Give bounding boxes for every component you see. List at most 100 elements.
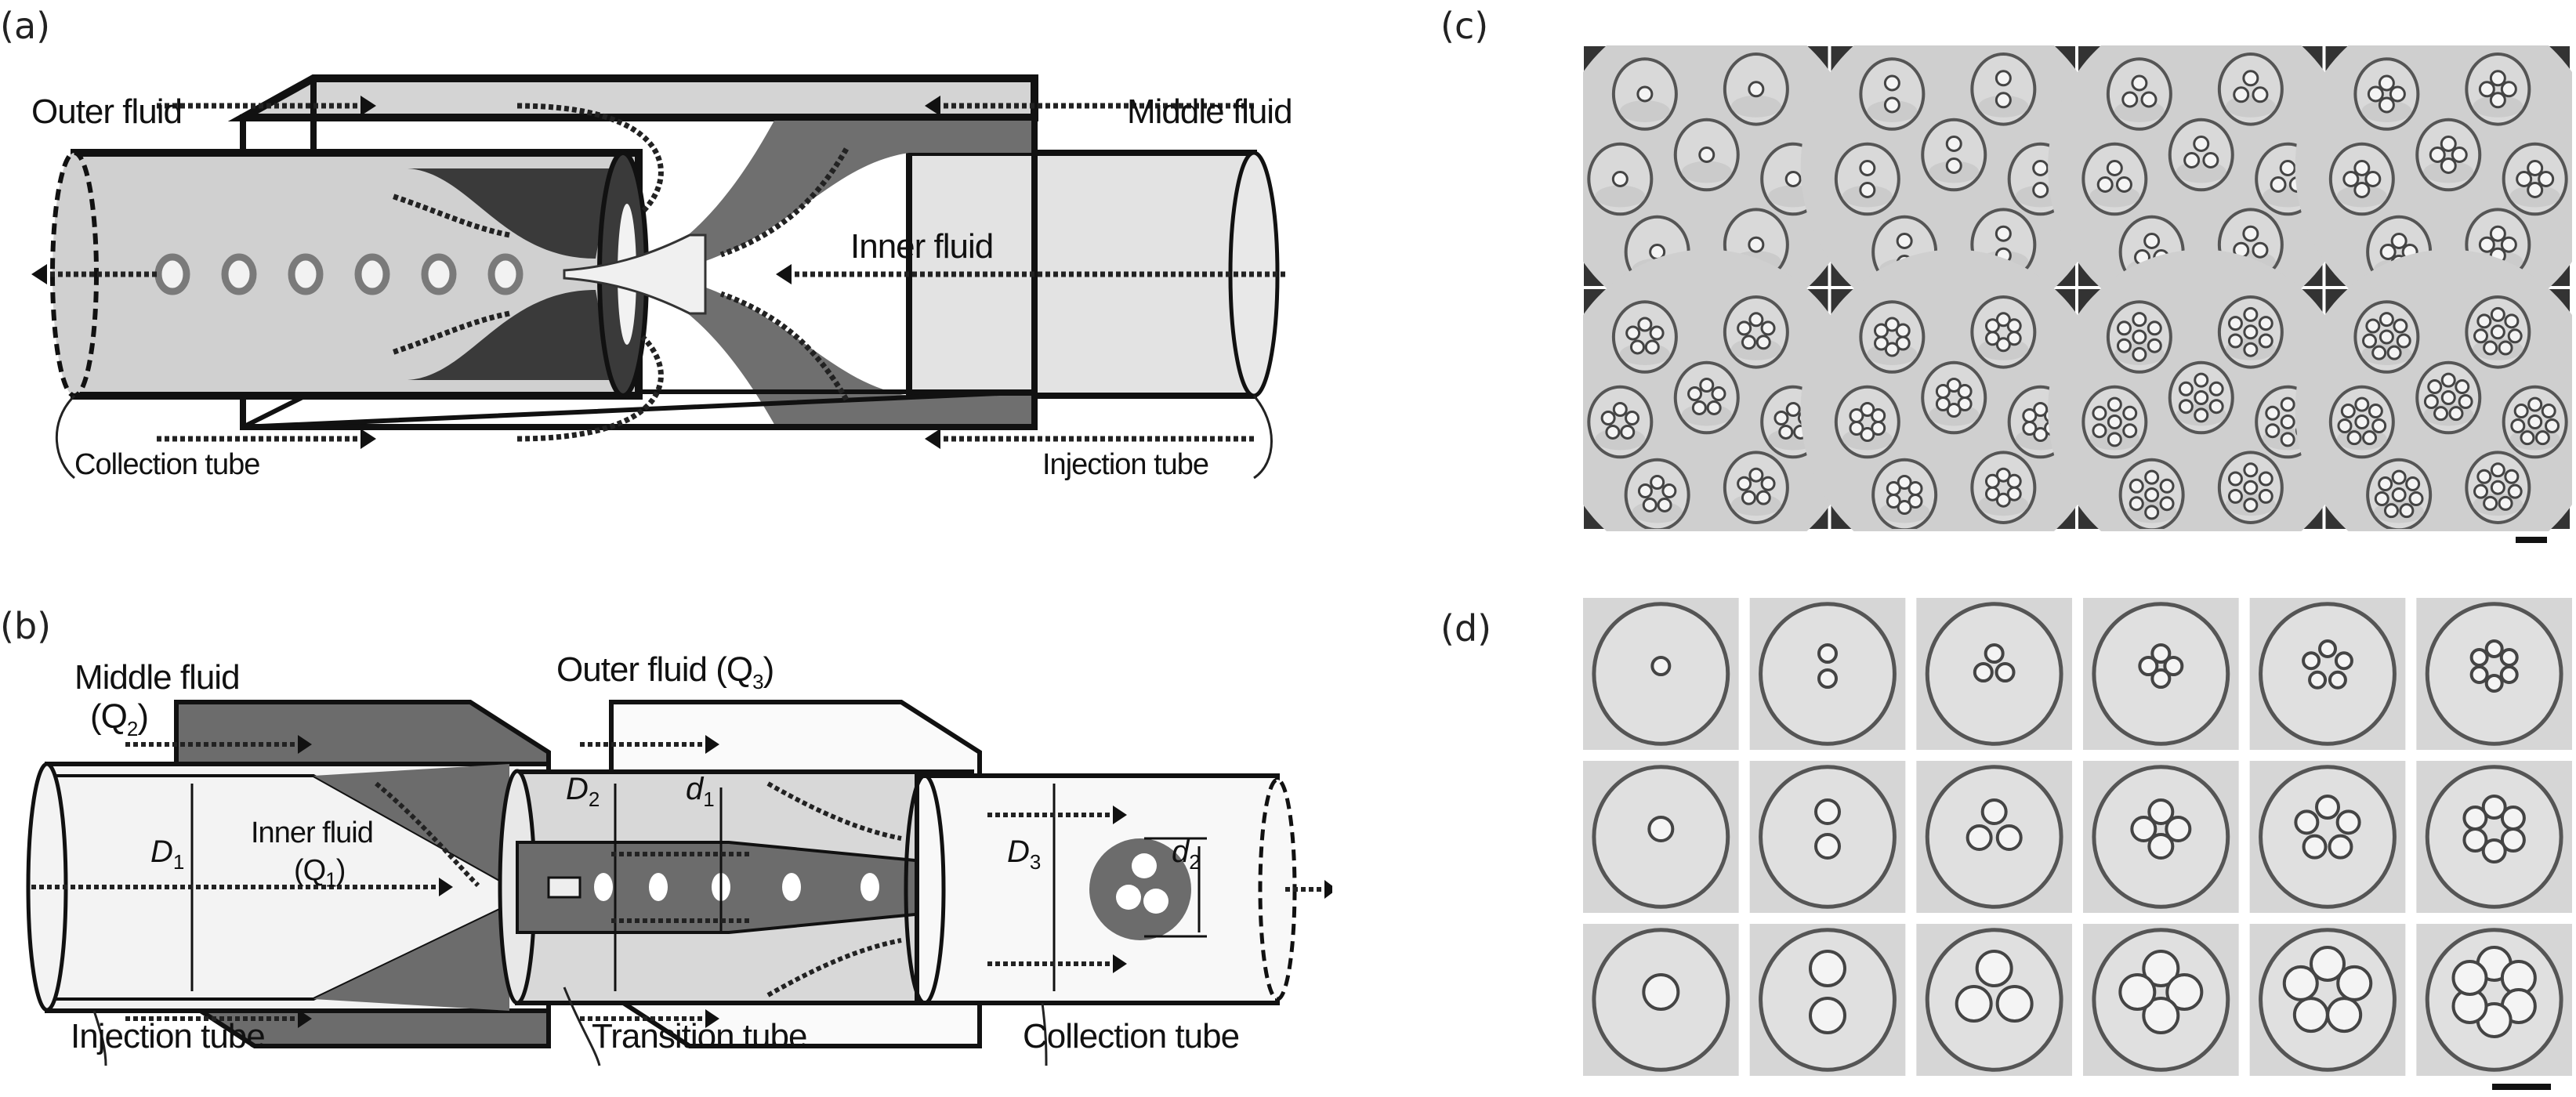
inner-droplet [2033, 427, 2049, 442]
micrograph-tile [2249, 598, 2406, 750]
inner-droplet [2258, 316, 2273, 331]
inner-droplet [2500, 81, 2517, 98]
inner-droplet [2489, 70, 2506, 87]
inner-droplet [2138, 656, 2159, 676]
inner-droplet [2032, 182, 2049, 198]
inner-droplet [2469, 648, 2489, 667]
inner-droplet [2270, 176, 2287, 193]
inner-droplet [2033, 402, 2049, 417]
label-injection-tube-a: Injection tube [1042, 448, 1209, 481]
inner-droplet [1984, 473, 2000, 489]
inner-droplet [2541, 404, 2556, 419]
inner-droplet [1620, 424, 1636, 440]
inner-droplet [1629, 339, 1645, 355]
inner-droplet [1908, 481, 1923, 496]
inner-droplet [2500, 806, 2526, 831]
inner-droplet [2371, 345, 2387, 360]
inner-droplet [1935, 396, 1951, 411]
inner-droplet [1748, 312, 1764, 328]
droplet [782, 873, 801, 901]
inner-droplet [1995, 985, 2034, 1023]
panel-a-diagram [31, 74, 1285, 480]
inner-droplet [2462, 806, 2488, 831]
inner-droplet [2476, 313, 2492, 329]
inner-droplet [1773, 411, 1789, 426]
inner-droplet [2462, 827, 2488, 853]
inner-droplet [1637, 317, 1653, 332]
inner-droplet [2202, 152, 2219, 168]
middle-fluid-region [627, 118, 1034, 427]
inner-droplet [2122, 423, 2138, 439]
inner-droplet [2440, 157, 2457, 174]
D1-subscript: 1 [172, 850, 185, 874]
droplet-outer-shell [2259, 765, 2397, 909]
micrograph-tile [2048, 249, 2355, 531]
inner-droplet [1661, 483, 1677, 499]
label-outer-fluid: Outer fluid [31, 92, 183, 131]
q3-paren: ) [763, 650, 775, 689]
micrograph-tile [2295, 45, 2572, 328]
inner-droplet [2280, 396, 2295, 412]
inner-droplet [1809, 997, 1846, 1034]
q2-text: (Q [90, 697, 128, 736]
inner-droplet [2481, 838, 2507, 863]
inner-droplet [2242, 70, 2259, 87]
inner-droplet [2490, 306, 2505, 322]
inner-droplet [2334, 651, 2353, 671]
droplet [487, 253, 524, 295]
inner-droplet [2448, 406, 2464, 422]
inner-droplet [2243, 324, 2259, 340]
inner-droplet [2022, 408, 2038, 423]
label-middle-fluid-b: Middle fluid [74, 658, 241, 697]
inner-droplet [1884, 317, 1900, 332]
panel-b-diagram [26, 700, 1332, 1066]
inner-droplet [2140, 91, 2158, 108]
inner-droplet [2371, 418, 2387, 433]
arrow-heads [31, 96, 940, 449]
inner-droplet [2368, 404, 2383, 419]
label-d2: d2 [1172, 835, 1201, 874]
D3-symbol: D [1007, 835, 1030, 869]
micrograph-tile [1749, 598, 1906, 750]
inner-droplet [2527, 415, 2543, 429]
inner-droplet [1849, 408, 1864, 423]
inner-droplet [2545, 418, 2560, 433]
inner-droplet [1897, 475, 1912, 490]
label-injection-tube-b: Injection tube [71, 1017, 266, 1055]
inner-droplet [1755, 490, 1771, 505]
label-transition-tube: Transition tube [592, 1017, 807, 1055]
inner-droplet [1995, 312, 2011, 328]
inner-droplet [2258, 333, 2273, 349]
inner-droplet [2208, 399, 2224, 415]
inner-droplet [1605, 424, 1621, 440]
inner-droplet [1748, 467, 1764, 483]
inner-droplet [1649, 325, 1665, 341]
inner-droplet [1741, 335, 1756, 350]
inner-droplet [2326, 997, 2363, 1034]
inner-droplet [2391, 469, 2407, 485]
inner-droplet [2507, 328, 2523, 344]
inner-droplet [2504, 313, 2520, 329]
q3-subscript: 3 [752, 669, 764, 693]
inner-droplet [2433, 406, 2449, 422]
inner-droplet [2032, 160, 2049, 176]
inner-droplet [2499, 665, 2519, 684]
inner-droplet [1966, 824, 1993, 851]
inner-droplet [2500, 827, 2526, 853]
micrograph-tile [2048, 45, 2355, 328]
inner-droplet [2489, 225, 2506, 242]
inner-droplet [1895, 323, 1911, 339]
inner-droplet [1699, 378, 1715, 393]
droplet [354, 253, 390, 295]
inner-droplet [2159, 496, 2175, 512]
inner-droplet [1994, 662, 2016, 682]
inner-droplet [1814, 798, 1841, 825]
inner-droplet [2115, 176, 2132, 193]
inner-droplet [2353, 182, 2371, 198]
micrograph-tile [2416, 761, 2572, 913]
inner-droplet [2165, 816, 2192, 842]
micrograph-tile [1583, 45, 1860, 328]
inner-droplet [2118, 973, 2157, 1011]
triple-emulsion-droplet [1089, 838, 1191, 940]
inner-droplet [2396, 333, 2411, 349]
